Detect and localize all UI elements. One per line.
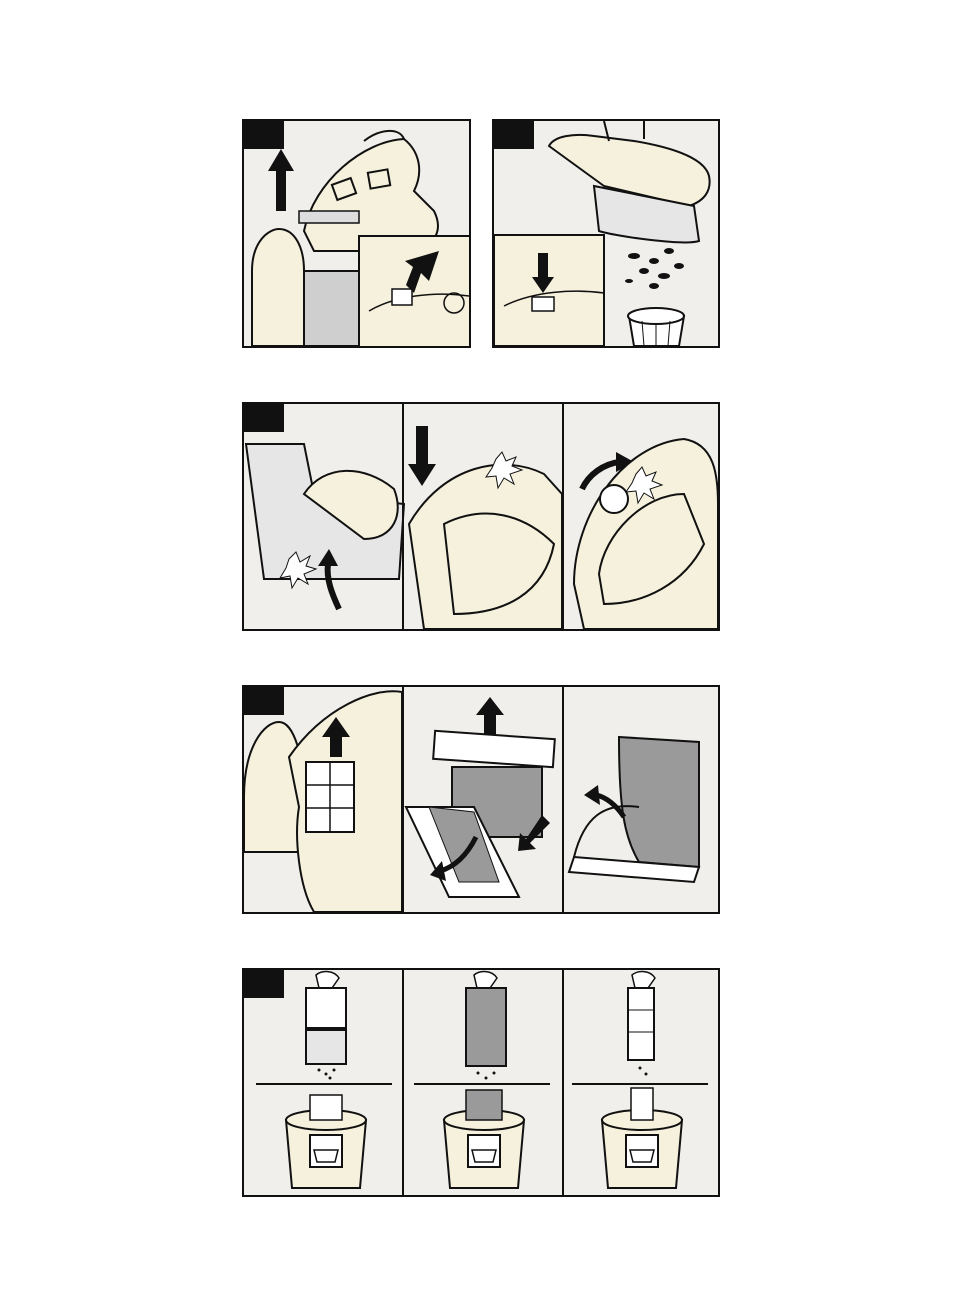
arrow-up-icon (268, 149, 294, 211)
step-divider (562, 687, 564, 912)
step-divider (562, 970, 564, 1195)
dust-emptying-illustration (494, 121, 718, 346)
dust-particles-icon (625, 248, 684, 289)
arrow-down-icon (408, 426, 436, 486)
figure-5-panel (242, 968, 720, 1197)
arrow-up-icon (476, 697, 504, 735)
wash-basin-icon (444, 1090, 524, 1188)
figure-1-panel (242, 119, 471, 348)
arrow-curved-icon (584, 785, 624, 817)
bin-icon (628, 308, 684, 346)
filter-removal-illustration (244, 687, 718, 912)
figure-number-badge (244, 687, 284, 715)
dust-particles-icon (477, 1072, 496, 1080)
figure-number-badge (244, 404, 284, 432)
step-divider (562, 404, 564, 629)
dust-particles-icon (318, 1069, 336, 1080)
figure-number-badge (494, 121, 534, 149)
wash-basin-icon (602, 1088, 682, 1188)
filter-pleat-icon (569, 737, 699, 882)
figure-number-badge (244, 970, 284, 998)
dust-particles-icon (639, 1067, 648, 1076)
hand-icon (316, 972, 339, 988)
step-divider (402, 687, 404, 912)
hand-icon (474, 972, 497, 988)
reinsert-container-illustration (244, 404, 718, 629)
latch-inset (359, 236, 469, 346)
figure-2-panel (492, 119, 720, 348)
step-divider (402, 970, 404, 1195)
step-divider (402, 404, 404, 629)
figure-3-panel (242, 402, 720, 631)
hand-icon (632, 972, 655, 988)
wash-basin-icon (286, 1095, 366, 1188)
figure-4-panel (242, 685, 720, 914)
filter-cleaning-illustration (244, 970, 718, 1195)
dust-container-removal-illustration (244, 121, 469, 346)
figure-number-badge (244, 121, 284, 149)
